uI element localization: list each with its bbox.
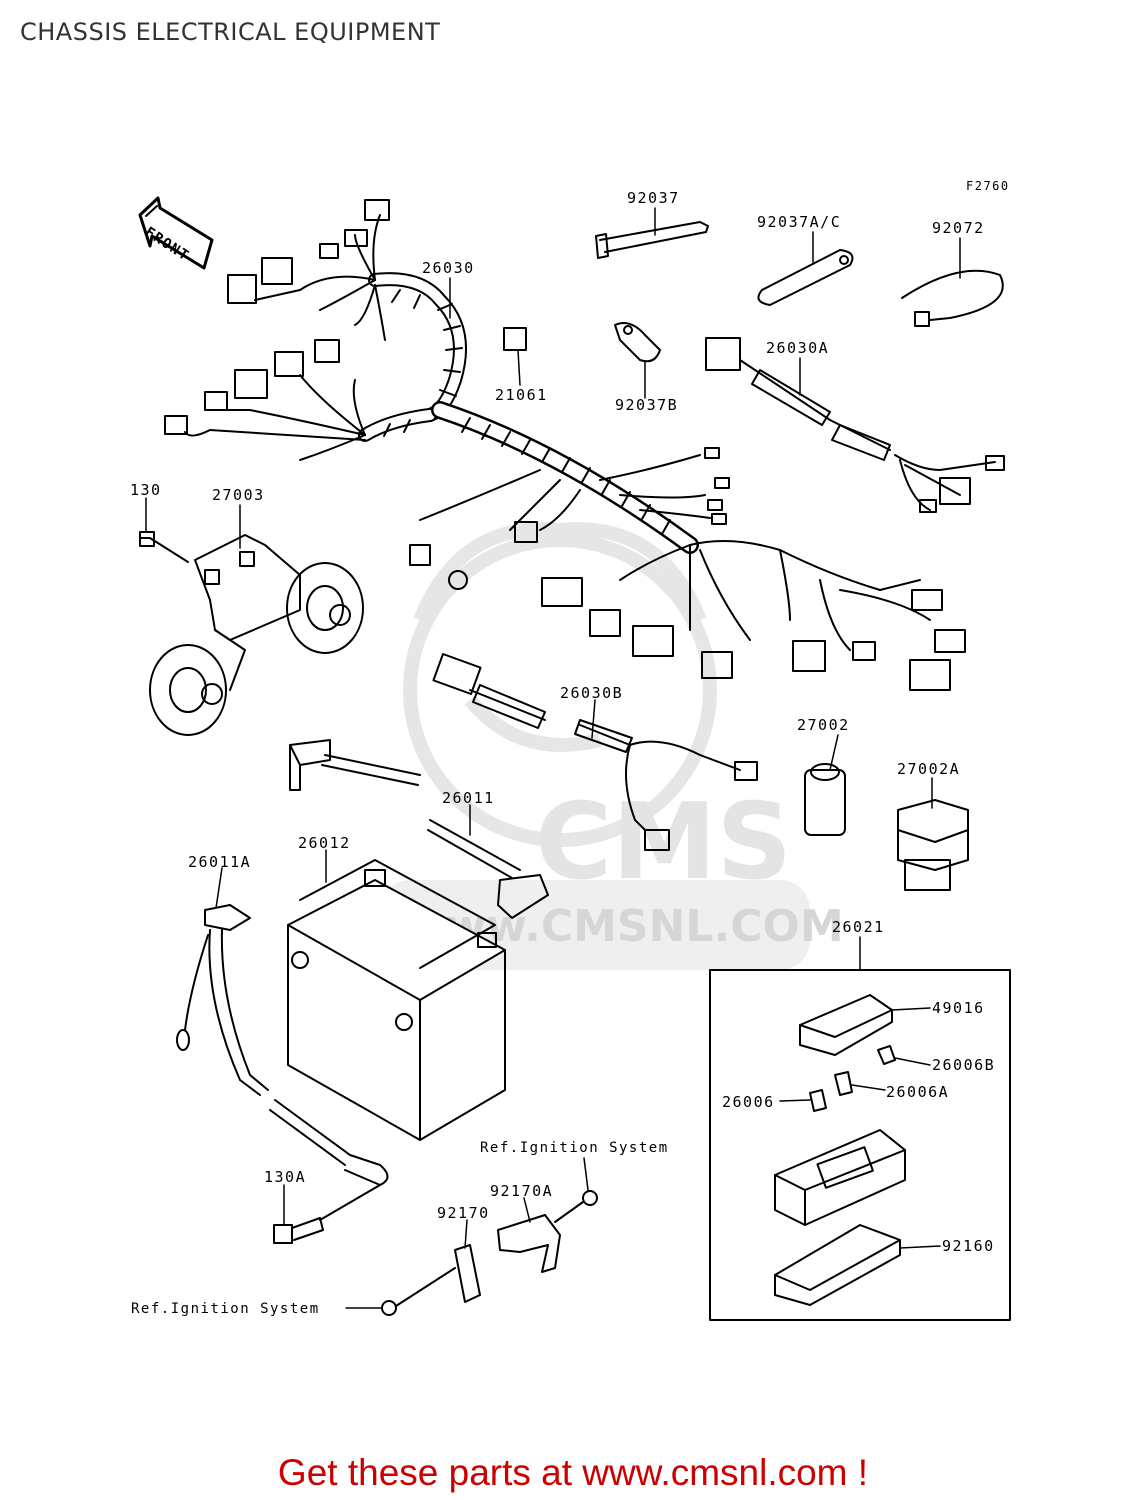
horn-assembly-drawing <box>139 531 364 736</box>
part-label-92037a-c[interactable]: 92037A/C <box>757 213 842 231</box>
part-21061-drawing <box>503 327 527 351</box>
part-label-130a[interactable]: 130A <box>264 1168 307 1186</box>
part-label-27002[interactable]: 27002 <box>797 716 850 734</box>
ref-note-ignition-bottom[interactable]: Ref.Ignition System <box>131 1301 320 1317</box>
part-26030b-drawing <box>432 653 758 851</box>
leader-lines <box>145 207 961 1309</box>
part-label-92072[interactable]: 92072 <box>932 219 985 237</box>
promo-banner: Get these parts at www.cmsnl.com ! <box>0 1452 1146 1494</box>
bracket-92170a-drawing <box>497 1190 598 1273</box>
ref-note-ignition-top[interactable]: Ref.Ignition System <box>480 1140 669 1156</box>
fuse-box-parts-drawing <box>774 994 906 1306</box>
part-26011-drawing <box>289 739 549 919</box>
part-label-92170[interactable]: 92170 <box>437 1204 490 1222</box>
part-27002-drawing <box>804 763 846 836</box>
part-26030a-drawing <box>705 337 1005 513</box>
part-label-26030a[interactable]: 26030A <box>766 339 830 357</box>
part-label-26006a[interactable]: 26006A <box>886 1083 950 1101</box>
part-label-26021[interactable]: 26021 <box>832 918 885 936</box>
part-label-92037b[interactable]: 92037B <box>615 396 679 414</box>
bolt-130a-drawing <box>273 1184 381 1244</box>
front-arrow-icon <box>138 196 214 270</box>
battery-26012-drawing <box>287 859 506 1141</box>
part-label-130[interactable]: 130 <box>130 481 162 499</box>
promo-link[interactable]: Get these parts at www.cmsnl.com ! <box>277 1452 869 1493</box>
part-92037-drawing <box>595 221 709 259</box>
part-label-49016[interactable]: 49016 <box>932 999 985 1017</box>
part-27002a-drawing <box>897 799 969 891</box>
part-label-26011[interactable]: 26011 <box>442 789 495 807</box>
part-label-92037[interactable]: 92037 <box>627 189 680 207</box>
part-label-92170a[interactable]: 92170A <box>490 1182 554 1200</box>
part-92037b-drawing <box>614 322 661 363</box>
part-26011a-drawing <box>176 904 389 1186</box>
part-92037ac-drawing <box>757 249 854 306</box>
part-label-27003[interactable]: 27003 <box>212 486 265 504</box>
bracket-92170-drawing <box>381 1244 481 1316</box>
part-label-26030[interactable]: 26030 <box>422 259 475 277</box>
watermark-logo-text: CMS <box>535 781 793 903</box>
part-label-26030b[interactable]: 26030B <box>560 684 624 702</box>
part-label-92160[interactable]: 92160 <box>942 1237 995 1255</box>
part-label-26006[interactable]: 26006 <box>722 1093 775 1111</box>
main-harness-drawing <box>164 199 966 691</box>
part-label-26011a[interactable]: 26011A <box>188 853 252 871</box>
part-label-21061[interactable]: 21061 <box>495 386 548 404</box>
figure-code: F2760 <box>966 179 1010 193</box>
fuse-box-kit-frame <box>709 969 1011 1321</box>
part-92072-drawing <box>901 269 1004 327</box>
part-label-27002a[interactable]: 27002A <box>897 760 961 778</box>
page-title: CHASSIS ELECTRICAL EQUIPMENT <box>20 18 441 46</box>
part-label-26012[interactable]: 26012 <box>298 834 351 852</box>
part-label-26006b[interactable]: 26006B <box>932 1056 996 1074</box>
